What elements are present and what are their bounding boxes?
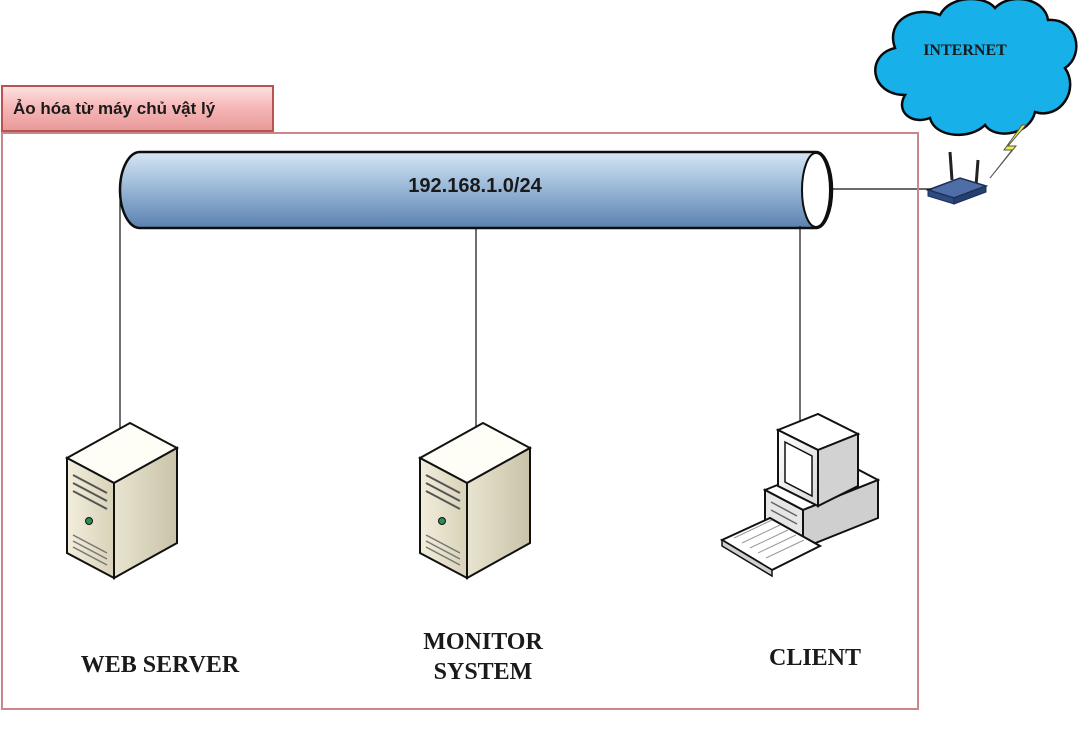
monitor-system-label: MONITOR SYSTEM [383, 627, 583, 687]
wireless-router-icon [925, 151, 989, 205]
monitor-label-line1: MONITOR [423, 629, 543, 655]
physical-host-frame [1, 132, 919, 710]
client-label: CLIENT [768, 645, 862, 671]
web-server-label: WEB SERVER [80, 652, 240, 678]
lightning-icon [989, 124, 1028, 179]
internet-label: INTERNET [923, 42, 1007, 59]
cloud-icon [874, 0, 1078, 137]
subnet-label: 192.168.1.0/24 [408, 175, 542, 197]
network-pipe [118, 150, 834, 230]
group-title: Ảo hóa từ máy chủ vật lý [1, 85, 274, 132]
server-tower-icon [64, 421, 180, 580]
desktop-pc-icon [719, 412, 881, 578]
server-tower-icon [417, 421, 533, 580]
monitor-label-line2: SYSTEM [433, 659, 533, 685]
